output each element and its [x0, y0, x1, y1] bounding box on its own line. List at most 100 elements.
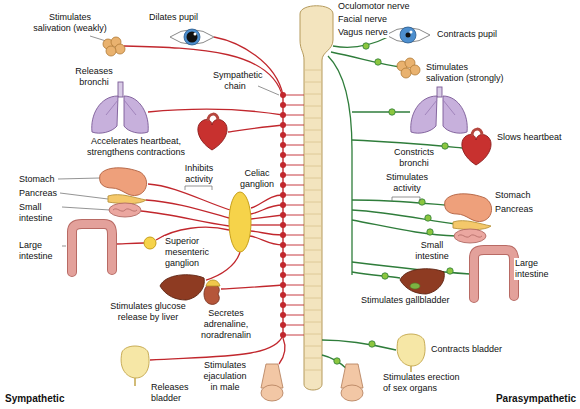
eye-illustration — [194, 33, 197, 36]
parasympathetic-ganglion — [375, 59, 381, 65]
function-label: Inhibits activity — [178, 163, 220, 185]
organ-label: Large intestine — [18, 240, 62, 262]
digestive-organs — [100, 168, 492, 243]
adrenal-kidney — [204, 280, 220, 304]
division-label: Parasympathetic — [495, 393, 577, 404]
sympathetic-ganglion — [144, 237, 156, 249]
sympathetic-nerve — [141, 211, 229, 226]
sympathetic-chain — [280, 152, 286, 158]
adrenal-kidney — [204, 284, 219, 305]
parasympathetic-ganglion — [427, 229, 433, 235]
parasympathetic-ganglion — [334, 358, 340, 364]
leader-line — [392, 197, 420, 201]
parasympathetic-nerve — [328, 56, 352, 275]
heart-illustration — [198, 119, 227, 150]
lung-illustration — [425, 100, 455, 115]
structure-label: Sympathetic chain — [212, 70, 258, 92]
lung-illustration — [92, 96, 118, 133]
function-label: Contracts pupil — [436, 29, 498, 40]
function-label: Constricts bronchi — [388, 147, 440, 169]
parasympathetic-nerve — [352, 111, 410, 112]
function-label: Accelerates heartbeat, strengthens contr… — [76, 136, 196, 158]
heart-illustration — [472, 129, 482, 136]
leader-line — [62, 207, 110, 210]
heart-illustration — [208, 114, 218, 121]
function-label: Stimulates glucose release by liver — [104, 301, 192, 323]
sympathetic-chain — [283, 95, 304, 335]
spinal-cord — [304, 70, 322, 370]
sympathetic-nerve — [251, 195, 283, 208]
function-label: Stimulates gallbladder — [360, 295, 451, 306]
organ-label: Stomach — [494, 190, 532, 201]
organ-label: Pancreas — [18, 188, 58, 199]
sympathetic-chain — [280, 312, 286, 318]
function-label: Stimulates activity — [385, 172, 429, 194]
parasympathetic-ganglion — [447, 268, 453, 274]
sympathetic-nerve — [251, 231, 283, 235]
parasympathetic-nerve — [352, 272, 400, 278]
large-intestine — [474, 250, 514, 298]
large-intestine — [72, 224, 112, 272]
sympathetic-chain — [280, 272, 286, 278]
adrenal-kidney — [206, 280, 220, 286]
bladder-illustration — [397, 334, 425, 366]
digestive-organs — [445, 194, 492, 222]
digestive-organs — [453, 221, 491, 230]
division-label: Sympathetic — [4, 393, 65, 404]
reproductive-organ — [341, 364, 363, 388]
eye-illustration — [410, 31, 413, 34]
leader-line — [258, 86, 279, 95]
eye-illustration — [187, 32, 198, 43]
parasympathetic-ganglion — [389, 109, 395, 115]
sympathetic-nerve — [124, 46, 283, 98]
sympathetic-chain — [280, 172, 286, 178]
sympathetic-nerve — [146, 200, 229, 218]
reproductive-organ — [261, 364, 283, 388]
function-label: Releases bladder — [150, 382, 194, 404]
lung-illustration — [118, 82, 123, 97]
digestive-organs — [454, 229, 486, 243]
spinal-cord — [300, 6, 333, 390]
salivary-gland — [106, 46, 116, 56]
sympathetic-chain — [280, 102, 286, 108]
sympathetic-ganglion — [229, 192, 251, 252]
bladder-illustration — [397, 334, 425, 374]
sympathetic-chain — [280, 182, 286, 188]
sympathetic-nerve — [221, 285, 283, 289]
organ-label: Small intestine — [410, 240, 454, 262]
parasympathetic-nerve — [352, 210, 455, 224]
sympathetic-chain — [280, 252, 286, 258]
parasympathetic-nerve — [333, 37, 388, 47]
liver-illustration — [160, 275, 204, 300]
bladder-illustration — [134, 378, 136, 386]
parasympathetic-ganglion — [382, 273, 388, 279]
function-label: Stimulates erection of sex organs — [382, 372, 466, 394]
eye-illustration — [400, 27, 416, 43]
structure-label: Superior mesenteric ganglion — [164, 236, 216, 269]
digestive-organs — [109, 203, 141, 217]
digestive-organs — [458, 235, 482, 237]
eye-illustration — [170, 30, 214, 45]
structure-label: Celiac ganglion — [236, 168, 278, 190]
sympathetic-chain — [280, 132, 286, 138]
function-label: Stimulates ejaculation in male — [198, 360, 252, 393]
digestive-organs — [108, 195, 146, 204]
function-label: Stimulates salivation (weakly) — [28, 12, 112, 34]
sympathetic-chain — [280, 92, 304, 338]
reproductive-organ — [341, 364, 363, 401]
parasympathetic-nerve — [322, 355, 348, 370]
salivary-gland — [115, 44, 125, 54]
organ-label: Small intestine — [18, 202, 62, 224]
parasympathetic-ganglion — [363, 43, 369, 49]
leader-line — [185, 186, 212, 190]
sympathetic-nerve — [148, 184, 230, 210]
salivary-gland — [401, 68, 411, 78]
lung-illustration — [92, 82, 468, 133]
parasympathetic-nerve — [322, 340, 396, 350]
leader-line — [58, 36, 420, 246]
organ-label: Pancreas — [494, 204, 534, 215]
parasympathetic-nerve — [331, 52, 400, 67]
large-intestine — [474, 250, 514, 298]
function-label: Dilates pupil — [148, 12, 199, 23]
parasympathetic-ganglion — [442, 143, 448, 149]
